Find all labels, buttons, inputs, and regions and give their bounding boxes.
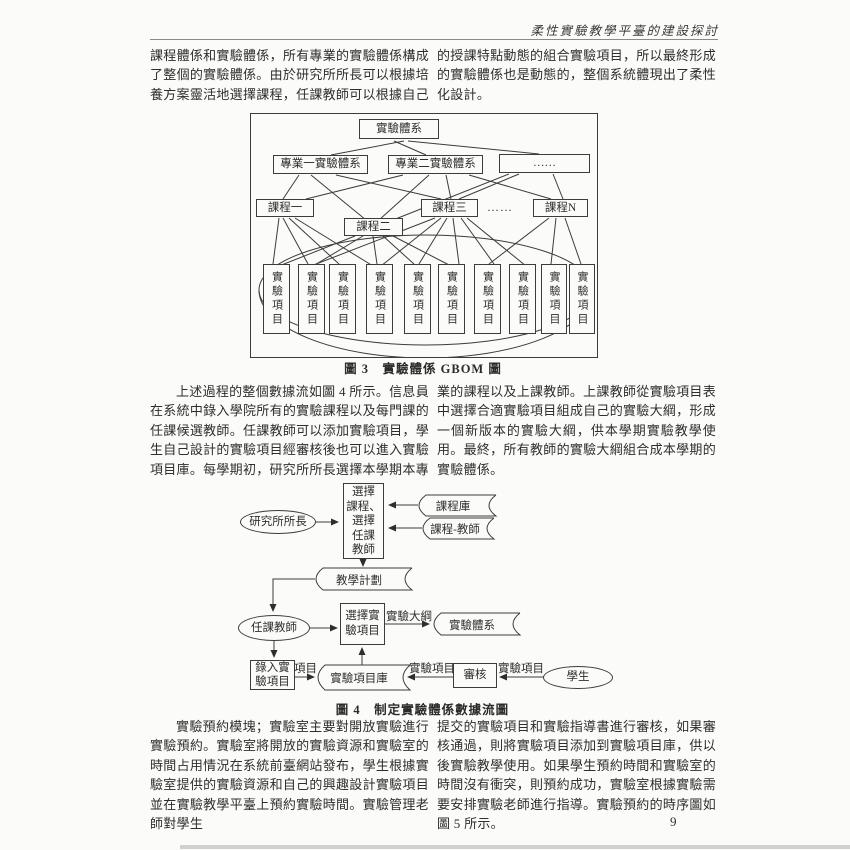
node-experiment-item-5: 實驗項目 [404,264,431,334]
flow-label-experiment-outline: 實驗大綱 [386,611,432,623]
paragraph-2-left: 上述過程的整個數據流如圖 4 所示。信息員在系統中錄入學院所有的實驗課程以及每門… [150,384,429,477]
entity-course-teacher: 任課教師 [238,615,310,641]
node-courseN: 課程N [533,199,588,217]
running-header-title: 柔性實驗教學平臺的建設探討 [530,24,719,38]
figure4-shapes-and-arrows [269,494,543,691]
datastore-course-teacher: 課程-教師 [430,524,480,536]
paragraph-3-left: 實驗預約模塊；實驗室主要對開放實驗進行實驗預約。實驗室將開放的實驗資源和實驗室的… [150,719,429,832]
node-course2: 課程二 [344,218,403,236]
node-experiment-item-9: 實驗項目 [541,264,567,334]
process-input-experiment-item: 錄入實 驗項目 [250,660,295,690]
figure3-connector-lines [258,140,594,357]
node-experiment-item-10: 實驗項目 [569,264,595,334]
datastore-course-library: 課程庫 [435,501,471,513]
paragraph-3-right: 提交的實驗項目和實驗指導書進行審核，如果審核通過，則將實驗項目添加到實驗項目庫，… [437,719,716,832]
course-ellipsis-dots: …… [487,200,513,214]
process-audit: 審核 [453,663,497,688]
node-experiment-item-3: 實驗項目 [329,264,356,334]
paragraph-2-right: 業的課程以及上課教師。上課教師從實驗項目表中選擇合適實驗項目組成自己的實驗大綱，… [437,384,716,477]
flow-label-item: 項目 [294,663,317,675]
page-number: 9 [670,814,677,829]
header-rule [150,39,718,40]
node-course1: 課程一 [256,199,314,217]
flow-label-experiment-item-right: 實驗項目 [498,663,544,675]
node-experiment-item-6: 實驗項目 [438,264,465,334]
figure4-caption: 圖 4 制定實驗體係數據流圖 [335,703,510,717]
node-experiment-item-7: 實驗項目 [474,264,501,334]
node-experiment-item-8: 實驗項目 [509,264,536,334]
entity-student: 學生 [543,666,613,689]
process-select-experiment-item: 選擇實 驗項目 [340,603,385,645]
datastore-experiment-item-library: 實驗項目庫 [330,673,388,685]
node-experiment-item-4: 實驗項目 [366,264,393,334]
node-major1-system: 專業一實驗體系 [273,155,368,174]
entity-institute-director: 研究所所長 [240,510,316,534]
node-experiment-system: 實驗體系 [359,119,439,139]
node-major-ellipsis: …… [499,154,590,173]
scan-bottom-edge [180,845,850,849]
node-experiment-item-1: 實驗項目 [263,264,290,334]
paragraph-1-right: 的授課特點動態的組合實驗項目，所以最終形成的實驗體係也是動態的，整個系統體現出了… [437,48,716,102]
flow-label-experiment-item-left: 實驗項目 [409,663,455,675]
figure4-dataflow-diagram: 研究所所長 選擇 課程、 選擇 任課 教師 課程庫 課程-教師 教學計劃 任課教… [200,480,645,698]
figure3-cbom-diagram: 實驗體系 專業一實驗體系 專業二實驗體系 …… 課程一 課程二 課程三 …… 課… [250,113,598,358]
node-experiment-item-2: 實驗項目 [298,264,325,334]
figure3-caption: 圖 3 實驗體係 GBOM 圖 [344,362,502,376]
process-select-course-teacher: 選擇 課程、 選擇 任課 教師 [343,483,384,559]
datastore-experiment-system: 實驗體系 [449,620,495,632]
node-course3: 課程三 [421,199,478,217]
paragraph-1-left: 課程體係和實驗體係，所有專業的實驗體係構成了整個的實驗體係。由於研究所所長可以根… [150,48,429,102]
datastore-teaching-plan: 教學計劃 [336,575,382,587]
node-major2-system: 專業二實驗體系 [388,155,483,174]
